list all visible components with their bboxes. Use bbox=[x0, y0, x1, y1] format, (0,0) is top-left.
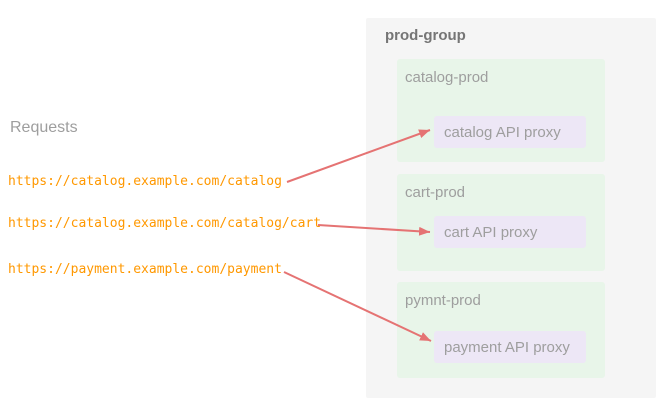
proxy-box-catalog: catalog API proxy bbox=[434, 116, 586, 148]
prod-group-box: prod-group catalog-prod catalog API prox… bbox=[366, 18, 656, 398]
environment-label: cart-prod bbox=[405, 184, 466, 201]
environment-label: pymnt-prod bbox=[405, 292, 481, 309]
proxy-label: cart API proxy bbox=[444, 223, 538, 241]
proxy-label: payment API proxy bbox=[444, 338, 570, 356]
request-url-payment: https://payment.example.com/payment bbox=[8, 262, 282, 277]
proxy-box-cart: cart API proxy bbox=[434, 216, 586, 248]
request-url-catalog: https://catalog.example.com/catalog bbox=[8, 174, 282, 189]
requests-heading: Requests bbox=[10, 119, 78, 136]
request-url-catalog-cart: https://catalog.example.com/catalog/cart bbox=[8, 216, 322, 231]
environment-box-cart-prod: cart-prod cart API proxy bbox=[397, 174, 605, 271]
proxy-label: catalog API proxy bbox=[444, 123, 561, 141]
prod-group-title: prod-group bbox=[385, 27, 466, 44]
proxy-box-payment: payment API proxy bbox=[434, 331, 586, 363]
environment-box-catalog-prod: catalog-prod catalog API proxy bbox=[397, 59, 605, 162]
environment-box-pymnt-prod: pymnt-prod payment API proxy bbox=[397, 282, 605, 378]
environment-label: catalog-prod bbox=[405, 69, 489, 86]
